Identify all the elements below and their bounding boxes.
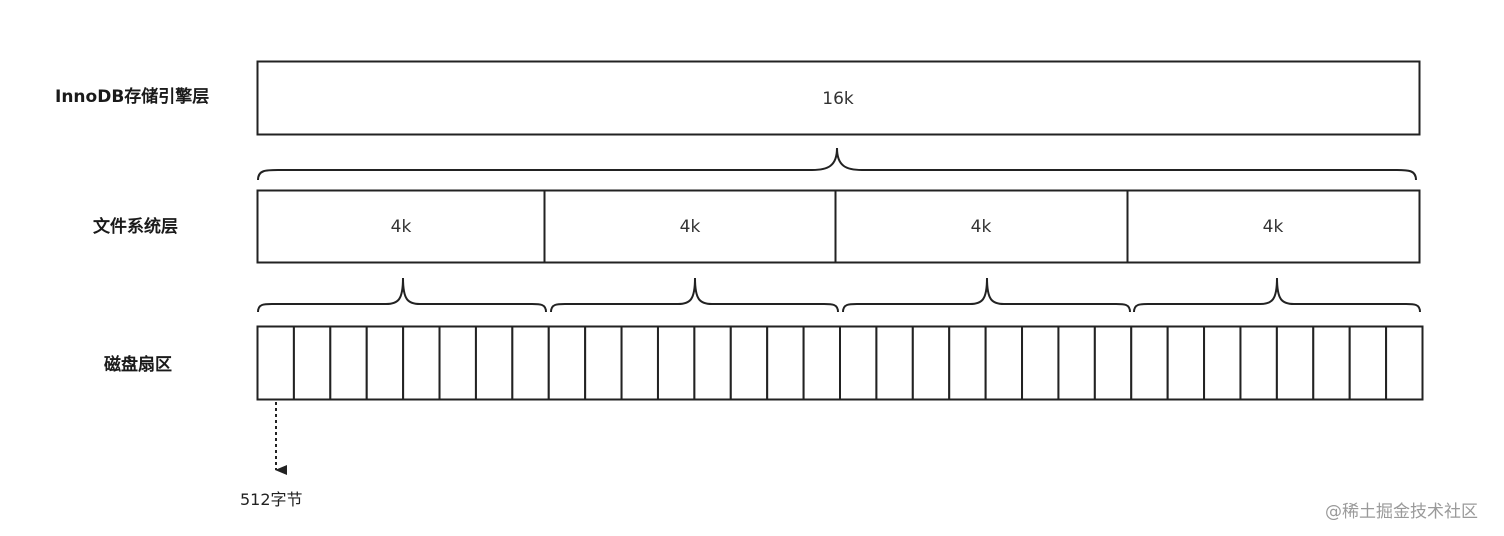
disk-sector-cell xyxy=(911,325,951,401)
disk-sector-cell xyxy=(584,325,623,401)
disk-sector-cell xyxy=(984,325,1024,401)
disk-sector-cell xyxy=(656,325,696,401)
filesystem-4k-block xyxy=(256,189,546,264)
filesystem-layer-label: 文件系统层 xyxy=(93,217,178,237)
filesystem-block-size-label: 4k xyxy=(971,217,992,237)
innodb-16k-block xyxy=(256,60,1421,136)
disk-sector-cell xyxy=(1348,325,1388,401)
innodb-to-filesystem-brace xyxy=(257,147,1417,181)
filesystem-block-size-label: 4k xyxy=(1263,217,1284,237)
disk-sector-cell xyxy=(1130,325,1169,401)
disk-sector-cell xyxy=(948,325,987,401)
disk-sector-cell xyxy=(729,325,769,401)
disk-sector-cell xyxy=(402,325,441,401)
disk-sector-cell xyxy=(438,325,477,401)
filesystem-block-size-label: 4k xyxy=(680,217,701,237)
disk-sector-cell xyxy=(256,325,295,401)
sector-size-note: 512字节 xyxy=(240,490,303,509)
disk-sector-cell xyxy=(365,325,405,401)
small-brace xyxy=(550,277,839,313)
innodb-block-size-label: 16k xyxy=(822,89,854,109)
disk-sector-cell xyxy=(1385,325,1424,401)
disk-sector-cell xyxy=(1239,325,1278,401)
disk-sector-cell xyxy=(1093,325,1133,401)
disk-sector-layer-label: 磁盘扇区 xyxy=(104,355,172,375)
disk-sector-cell xyxy=(875,325,914,401)
disk-sector-cell xyxy=(1275,325,1315,401)
filesystem-4k-block xyxy=(1126,189,1421,264)
disk-sector-cell xyxy=(1057,325,1096,401)
filesystem-blocks-group: 4k 4k 4k 4k xyxy=(256,189,1421,264)
small-brace xyxy=(842,277,1131,313)
disk-sector-cell xyxy=(547,325,587,401)
disk-sector-cell xyxy=(620,325,659,401)
filesystem-to-sector-braces xyxy=(257,277,1421,313)
disk-sector-cell xyxy=(1021,325,1060,401)
small-brace xyxy=(257,277,547,313)
disk-sector-cell xyxy=(329,325,368,401)
disk-sector-row xyxy=(256,325,1424,401)
small-brace xyxy=(1133,277,1421,313)
disk-sector-cell xyxy=(511,325,550,401)
disk-sector-cell xyxy=(1312,325,1351,401)
filesystem-4k-block xyxy=(543,189,837,264)
disk-sector-cell xyxy=(474,325,514,401)
disk-sector-cell xyxy=(766,325,805,401)
disk-sector-cell xyxy=(693,325,732,401)
innodb-block-group: 16k xyxy=(256,60,1421,136)
disk-sector-cell xyxy=(802,325,842,401)
disk-sector-cell xyxy=(1166,325,1206,401)
disk-sector-cell xyxy=(1203,325,1242,401)
disk-sector-cell xyxy=(839,325,878,401)
disk-sector-cell xyxy=(292,325,332,401)
innodb-layer-label: InnoDB存储引擎层 xyxy=(55,87,210,107)
watermark-text: @稀土掘金技术社区 xyxy=(1325,502,1478,522)
filesystem-block-size-label: 4k xyxy=(391,217,412,237)
